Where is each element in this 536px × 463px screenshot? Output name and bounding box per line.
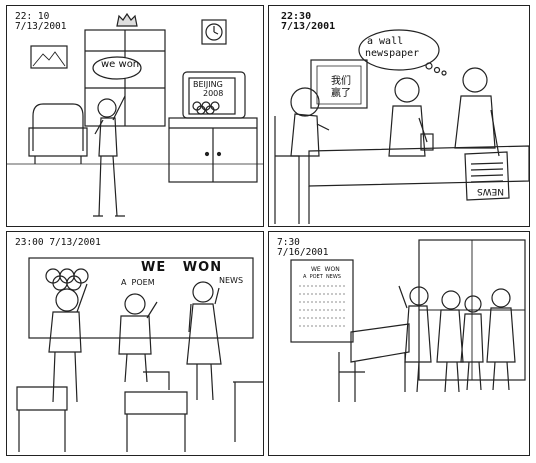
tv-text-line-1: BEIJING bbox=[193, 80, 223, 89]
wall-newspaper-subtitle: A POET NEWS bbox=[303, 274, 341, 280]
panel-4-drawing bbox=[290, 239, 526, 402]
panel-3-timestamp: 23:00 7/13/2001 bbox=[15, 237, 101, 248]
panel-2-timestamp: 22:30 7/13/2001 bbox=[281, 11, 336, 32]
board-news-label: NEWS bbox=[219, 276, 244, 285]
thought-text-line-2: newspaper bbox=[365, 48, 420, 59]
panel-1-timestamp: 22: 10 7/13/2001 bbox=[15, 11, 67, 32]
board-title: WE WON bbox=[141, 260, 223, 275]
thought-text-line-1: a wall bbox=[367, 36, 404, 47]
wall-newspaper-title: WE WON bbox=[311, 266, 340, 273]
panel-4-timestamp: 7:30 7/16/2001 bbox=[277, 237, 329, 258]
panel-3-drawing bbox=[16, 257, 263, 452]
comic-panel-3: 23:00 7/13/2001 WE WON A POEM NEWS bbox=[6, 231, 264, 456]
newspaper-text: NEWS bbox=[477, 186, 505, 196]
comic-panel-2: 22:30 7/13/2001 a wall newspaper 我们 赢了 N… bbox=[268, 5, 530, 227]
comic-panel-4: 7:30 7/16/2001 WE WON A POET NEWS bbox=[268, 231, 530, 456]
panel-1-drawing bbox=[7, 12, 263, 217]
comic-panel-1: 22: 10 7/13/2001 bbox=[6, 5, 264, 227]
tv-text-line-2: 2008 bbox=[203, 89, 224, 98]
board-poem-label: A POEM bbox=[121, 278, 155, 287]
sign-text-line-2: 赢了 bbox=[331, 88, 351, 99]
panel-2-drawing bbox=[274, 29, 529, 224]
sign-text-line-1: 我们 bbox=[331, 76, 351, 87]
board-text: we won bbox=[101, 59, 140, 70]
